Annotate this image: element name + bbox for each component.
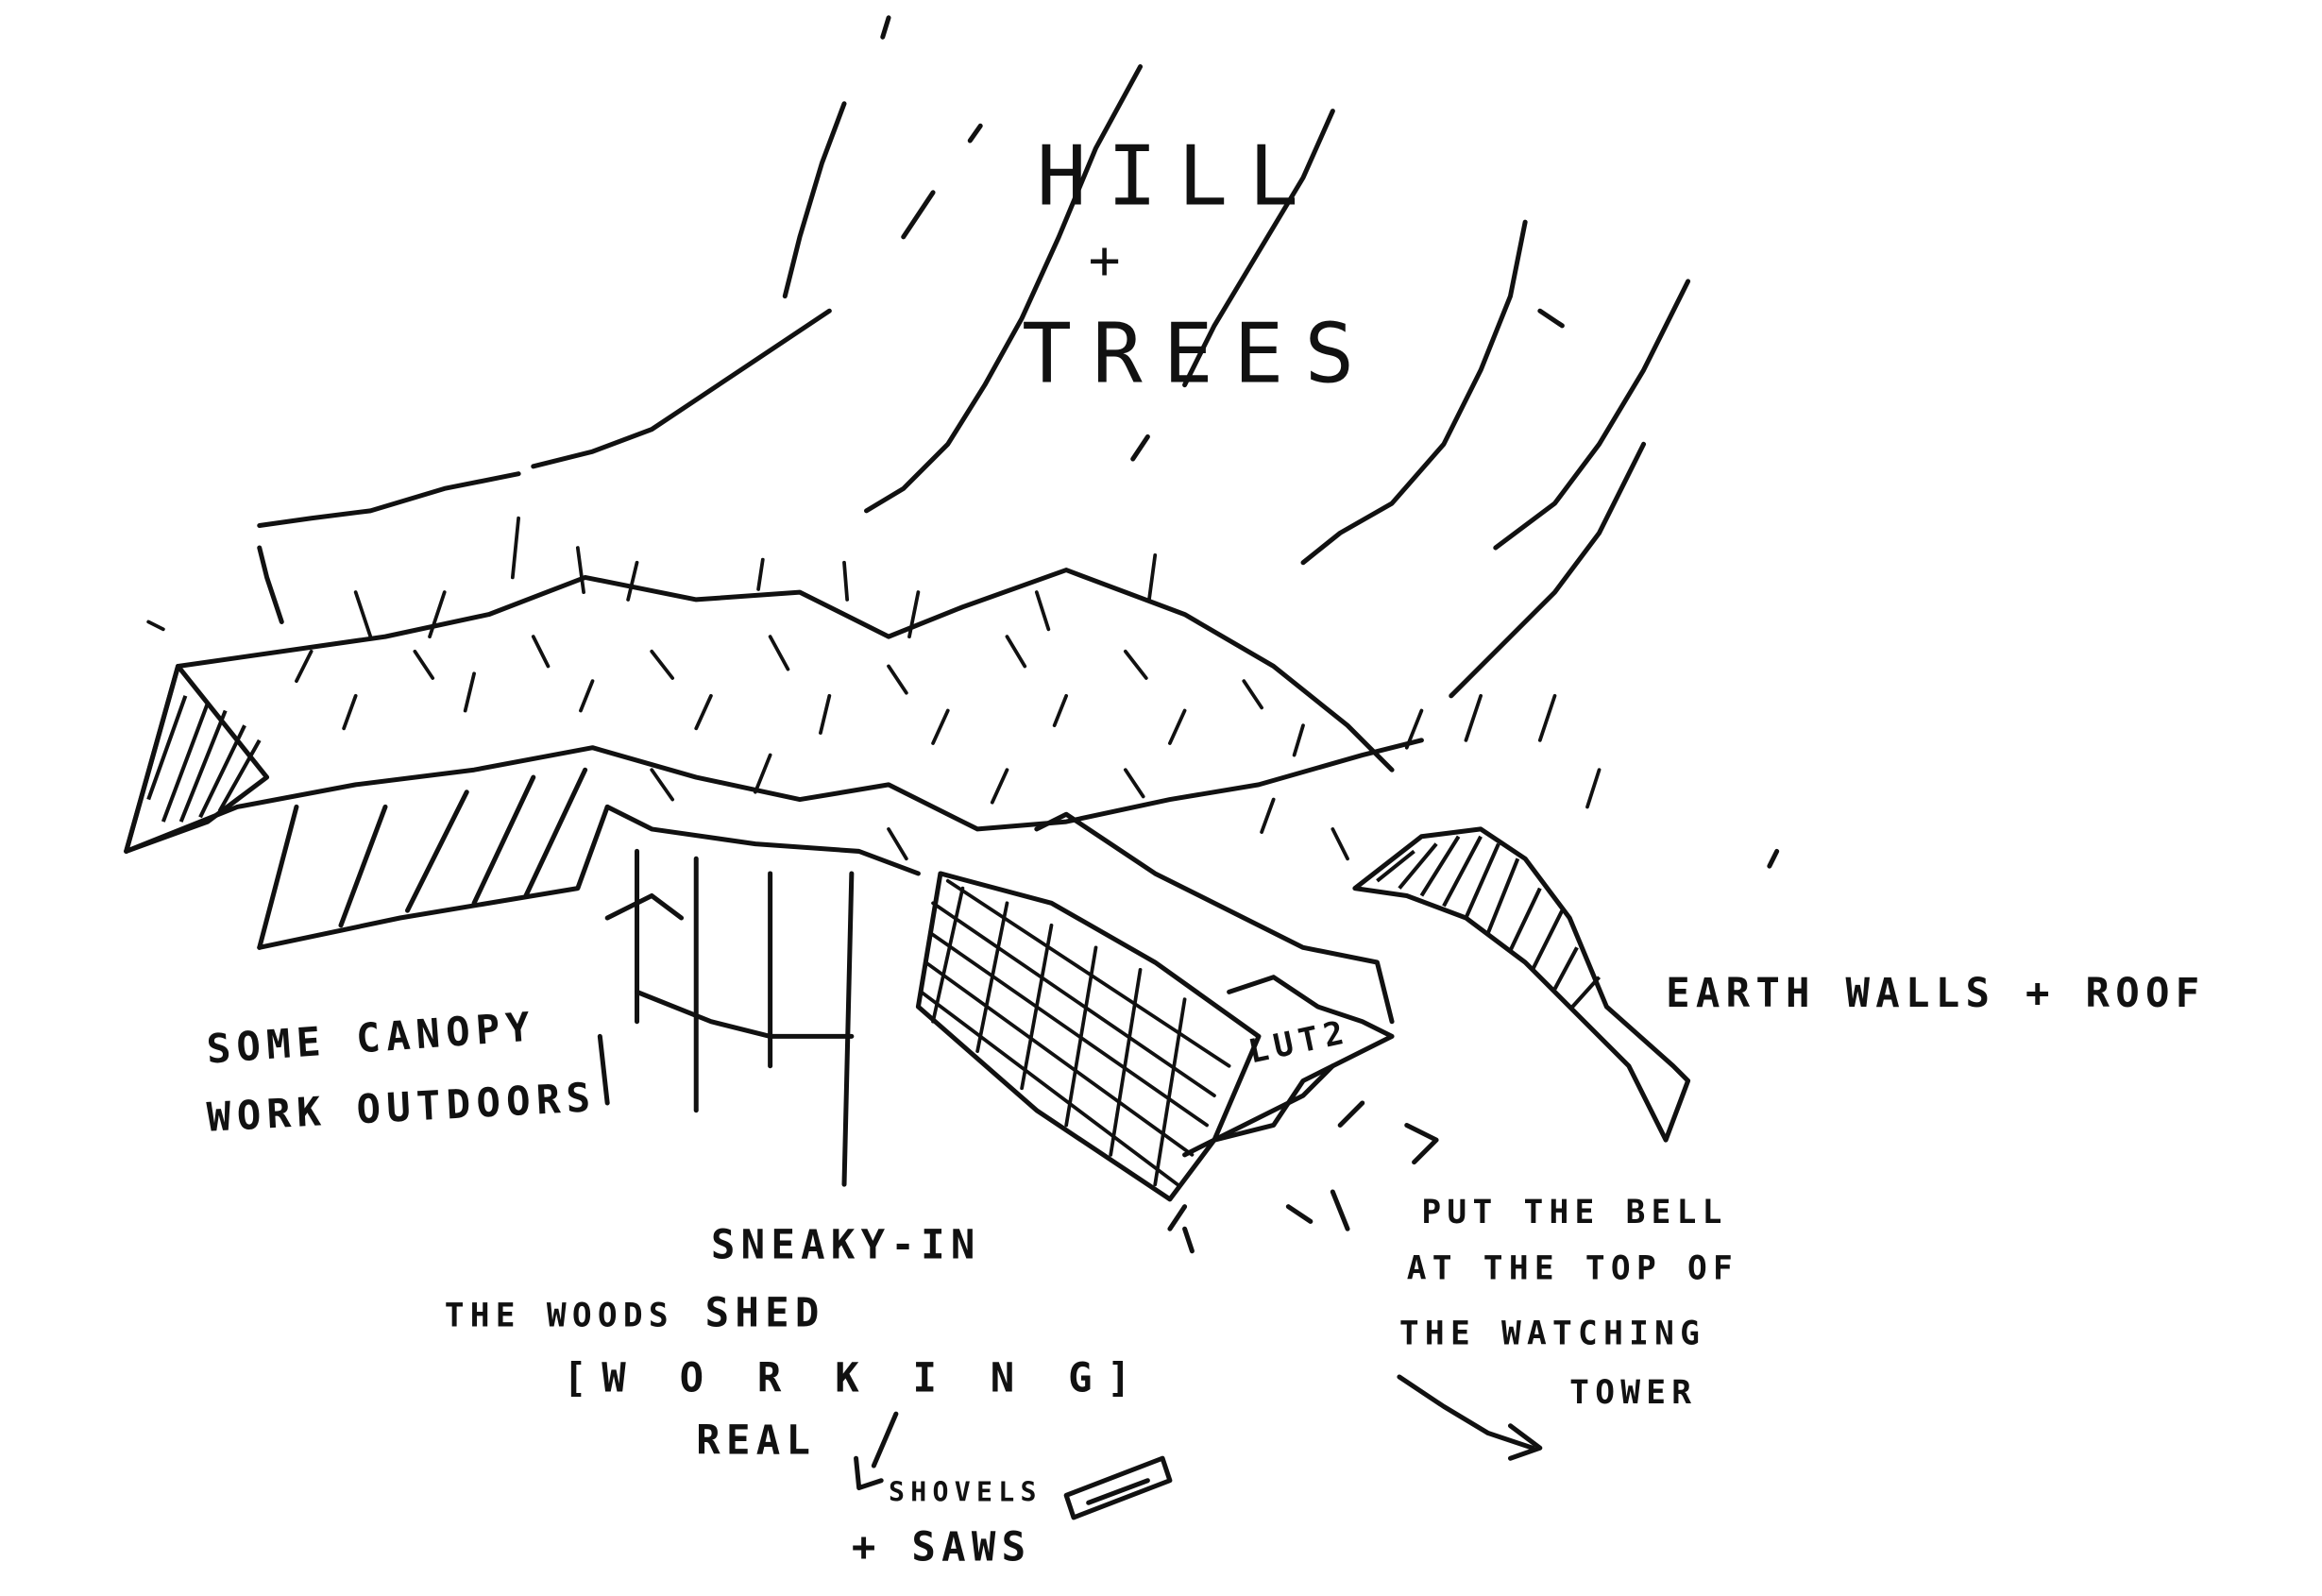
label-bell-2: AT THE TOP OF [1407,1250,1738,1288]
label-plus: + [1089,230,1142,292]
label-sneaky: SNEAKY-IN [711,1222,981,1268]
label-bell-3: THE WATCHING [1399,1315,1705,1352]
label-canopy-2: WORK OUTDOORS [206,1074,598,1141]
label-saws: + SAWS [852,1523,1031,1570]
label-hill: HILL [1037,127,1319,224]
right-hatched-wall [1352,826,1691,1143]
label-real: REAL [696,1417,816,1463]
label-bell-4: TOWER [1569,1374,1697,1412]
label-canopy-1: SOME CANOPY [205,1003,537,1072]
label-shovels: SHOVELS [889,1477,1042,1508]
saw-icon [1063,1455,1173,1520]
label-shed: SHED [705,1290,825,1336]
label-trees: TREES [1022,305,1375,401]
label-earth-walls: EARTH WALLS + ROOF [1666,970,2205,1016]
tree-lines [257,15,1780,869]
tower-arrow [1397,1374,1543,1461]
earth-roof-mound [124,516,1602,861]
shovel-icon [854,1411,899,1491]
left-hatched-wall [124,663,270,854]
gridded-shed [915,811,1439,1254]
canopy-frame [257,767,921,1187]
label-woods: THE WOODS [445,1298,674,1335]
label-working: [W O R K I N G] [563,1355,1145,1401]
label-bell-1: PUT THE BELL [1421,1194,1727,1231]
